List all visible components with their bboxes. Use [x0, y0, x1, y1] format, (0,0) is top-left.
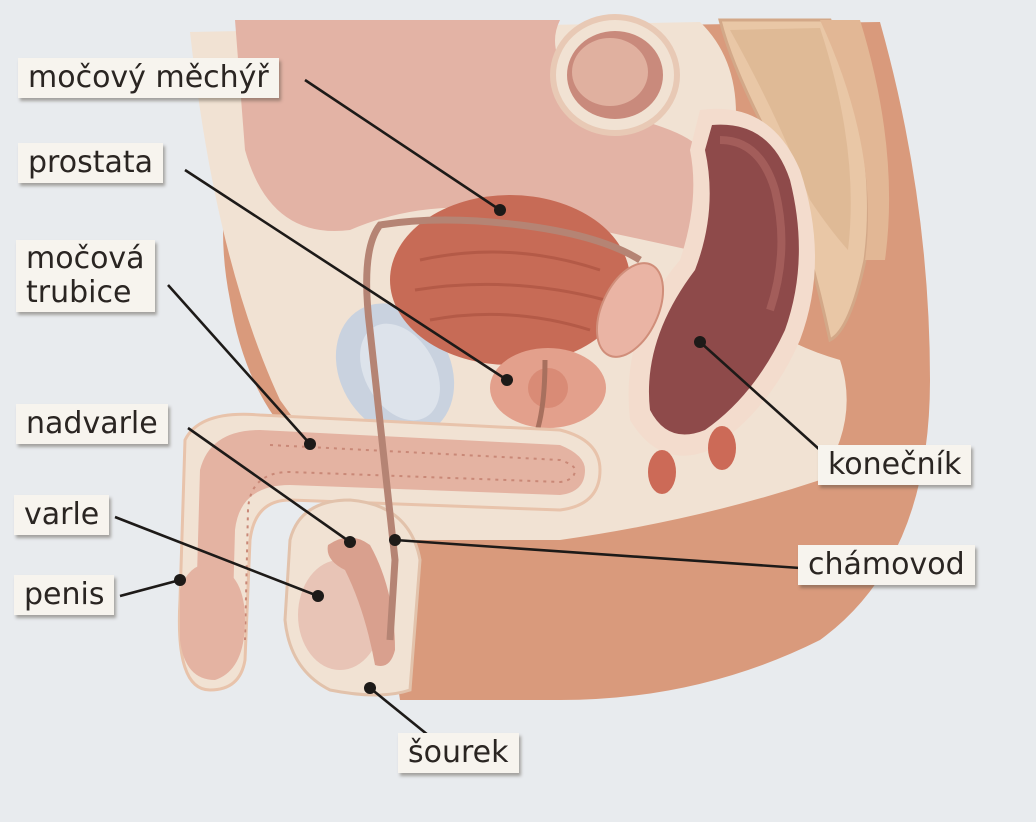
- label-penis: penis: [14, 575, 114, 615]
- leader-penis: [120, 580, 180, 596]
- glans: [180, 564, 245, 680]
- label-nadvarle: nadvarle: [16, 404, 168, 444]
- label-sourek: šourek: [398, 733, 519, 773]
- label-mocova-trubice: močová trubice: [16, 240, 155, 312]
- label-konecnik: konečník: [818, 445, 971, 485]
- label-prostata: prostata: [18, 143, 163, 183]
- label-mocova-trubice-line2: trubice: [26, 276, 145, 310]
- label-varle: varle: [14, 495, 109, 535]
- label-chamovod: chámovod: [798, 545, 975, 585]
- label-mocova-trubice-line1: močová: [26, 242, 145, 276]
- label-mocovy-mechyr: močový měchýř: [18, 58, 279, 98]
